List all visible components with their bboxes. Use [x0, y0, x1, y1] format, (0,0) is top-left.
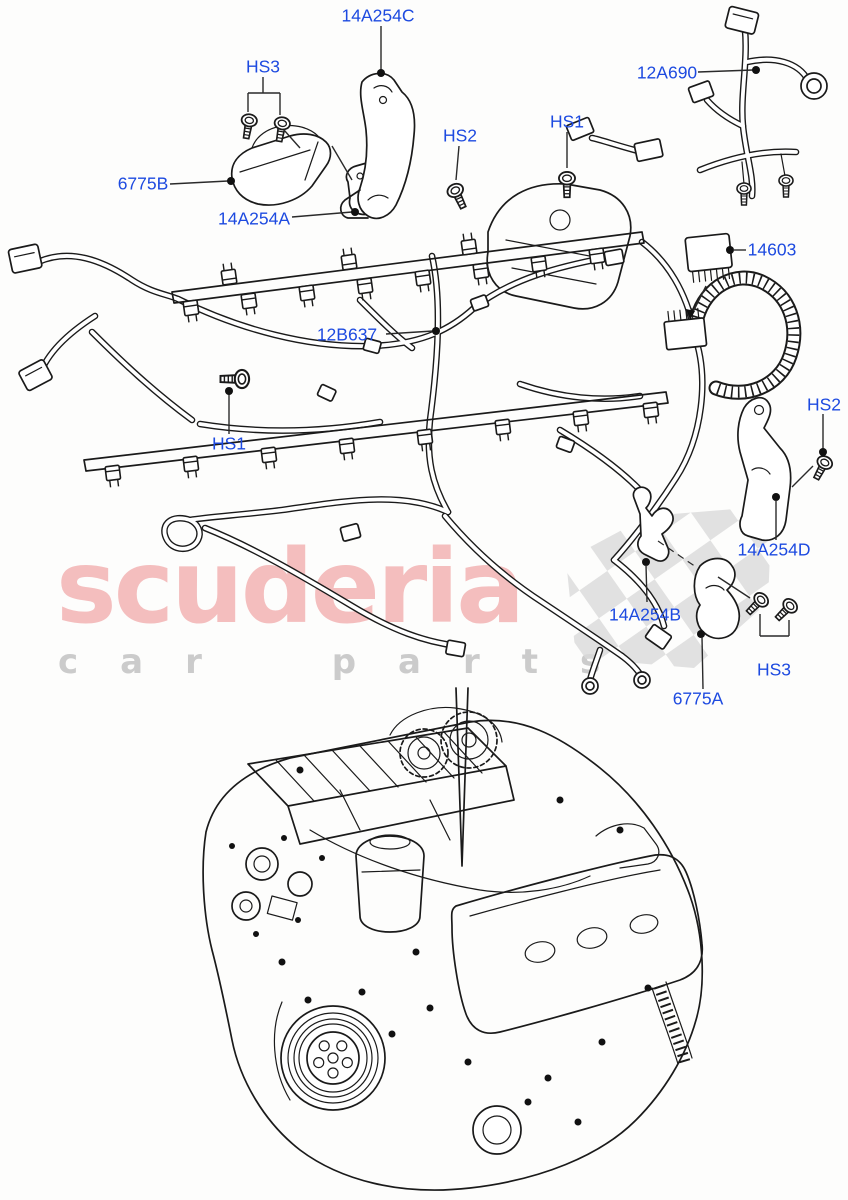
part-label-HS1[interactable]: HS1 — [211, 433, 247, 454]
bracket-14A254B — [632, 486, 674, 562]
part-label-HS3[interactable]: HS3 — [756, 659, 792, 680]
part-label-14A254B[interactable]: 14A254B — [608, 604, 682, 625]
part-label-HS2[interactable]: HS2 — [806, 394, 842, 415]
watermark-subtitle: car parts — [58, 642, 643, 682]
part-label-12B637[interactable]: 12B637 — [316, 324, 378, 345]
part-label-12A690[interactable]: 12A690 — [636, 62, 698, 83]
part-label-HS1[interactable]: HS1 — [549, 111, 585, 132]
leader-lines — [169, 26, 827, 690]
part-label-14A254D[interactable]: 14A254D — [737, 539, 811, 560]
bracket-14A254D — [737, 396, 792, 542]
engine-illustration — [202, 687, 704, 1191]
part-label-HS2[interactable]: HS2 — [442, 125, 478, 146]
bracket-14A254C — [339, 72, 416, 220]
part-label-6775A[interactable]: 6775A — [672, 688, 724, 709]
part-label-6775B[interactable]: 6775B — [117, 173, 169, 194]
part-label-14603[interactable]: 14603 — [747, 239, 797, 260]
part-label-HS3[interactable]: HS3 — [245, 56, 281, 77]
watermark-brand: scuderia — [56, 528, 525, 647]
harness-illustration — [7, 5, 836, 695]
cover-6775B — [230, 124, 332, 206]
bracket-6775A — [693, 557, 741, 640]
part-label-14A254A[interactable]: 14A254A — [217, 208, 291, 229]
part-label-14A254C[interactable]: 14A254C — [341, 5, 415, 26]
